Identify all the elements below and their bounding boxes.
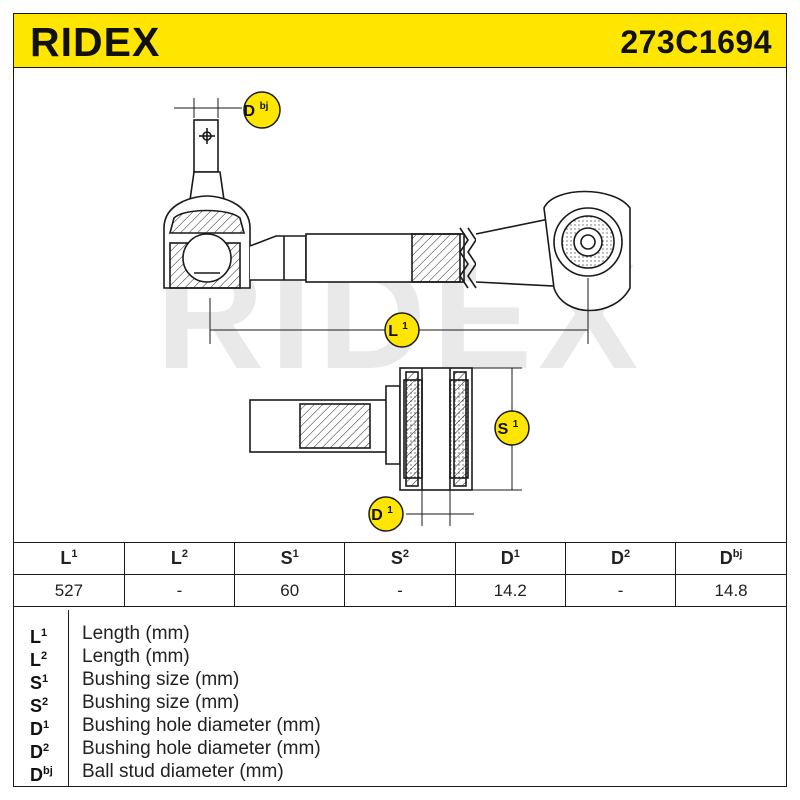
- spec-header-l1: L1: [14, 542, 125, 575]
- dimension-dbj: [174, 98, 242, 118]
- legend-desc: Length (mm): [82, 646, 190, 667]
- part-number: 273C1694: [620, 24, 772, 60]
- legend-key: S2: [30, 696, 49, 716]
- legend-desc: Ball stud diameter (mm): [82, 761, 284, 782]
- spec-header-s1: S1: [234, 542, 346, 575]
- legend: L1 Length (mm) L2 Length (mm) S1 Bushing…: [14, 610, 786, 786]
- legend-key: D2: [30, 742, 50, 762]
- callout-dbj-letter: D: [244, 103, 256, 120]
- legend-key: D1: [30, 719, 50, 739]
- brand-logo: RIDEX: [30, 19, 161, 65]
- legend-item: L1 Length (mm): [14, 622, 786, 647]
- callout-s1-sup: 1: [513, 419, 519, 430]
- legend-item: D1 Bushing hole diameter (mm): [14, 714, 786, 739]
- control-arm-top-view: [163, 119, 631, 312]
- spec-value-s1: 60: [234, 574, 346, 607]
- dimension-d1: [406, 490, 474, 526]
- callout-dbj: D bj: [243, 91, 281, 129]
- legend-item: D2 Bushing hole diameter (mm): [14, 737, 786, 762]
- spec-table: L1 L2 S1 S2 D1 D2 Dbj 527 - 60 - 14.2 - …: [14, 542, 786, 607]
- spec-header-s2: S2: [344, 542, 456, 575]
- legend-item: S1 Bushing size (mm): [14, 668, 786, 693]
- callout-l1-letter: L: [388, 323, 398, 340]
- legend-desc: Bushing hole diameter (mm): [82, 738, 321, 759]
- spec-value-s2: -: [344, 574, 456, 607]
- svg-text:L 1: L 1: [388, 321, 408, 340]
- spec-value-l2: -: [123, 574, 236, 607]
- spec-header-l2: L2: [123, 542, 236, 575]
- spec-value-l1: 527: [14, 574, 125, 607]
- svg-text:D bj: D bj: [244, 101, 269, 120]
- legend-desc: Bushing hole diameter (mm): [82, 715, 321, 736]
- technical-drawing: RIDEX: [14, 68, 786, 542]
- spec-header-d2: D2: [564, 542, 677, 575]
- svg-text:S 1: S 1: [498, 419, 519, 438]
- spec-table-value-row: 527 - 60 - 14.2 - 14.8: [14, 574, 786, 607]
- callout-l1: L 1: [384, 312, 420, 348]
- spec-header-dbj: Dbj: [675, 542, 786, 575]
- spec-sheet: RIDEX 273C1694 RIDEX: [13, 13, 787, 787]
- legend-item: L2 Length (mm): [14, 645, 786, 670]
- legend-item: Dbj Ball stud diameter (mm): [14, 760, 786, 785]
- svg-text:D 1: D 1: [371, 505, 393, 524]
- legend-divider: [68, 610, 69, 786]
- callout-s1-letter: S: [498, 421, 509, 438]
- callout-d1-letter: D: [371, 507, 383, 524]
- legend-desc: Bushing size (mm): [82, 692, 240, 713]
- legend-desc: Bushing size (mm): [82, 669, 240, 690]
- spec-value-d1: 14.2: [454, 574, 566, 607]
- spec-value-d2: -: [564, 574, 677, 607]
- legend-key: Dbj: [30, 765, 53, 785]
- callout-dbj-sup: bj: [260, 101, 269, 112]
- legend-key: L2: [30, 650, 48, 670]
- legend-key: S1: [30, 673, 49, 693]
- bushing-section-view: [249, 367, 473, 491]
- callout-l1-sup: 1: [402, 321, 408, 332]
- legend-item: S2 Bushing size (mm): [14, 691, 786, 716]
- legend-desc: Length (mm): [82, 623, 190, 644]
- spec-value-dbj: 14.8: [675, 574, 786, 607]
- header-bar: RIDEX 273C1694: [14, 14, 786, 68]
- legend-key: L1: [30, 627, 48, 647]
- spec-table-header-row: L1 L2 S1 S2 D1 D2 Dbj: [14, 542, 786, 575]
- callout-d1-sup: 1: [387, 505, 393, 516]
- callout-s1: S 1: [494, 410, 530, 446]
- spec-header-d1: D1: [454, 542, 566, 575]
- callout-d1: D 1: [368, 496, 404, 532]
